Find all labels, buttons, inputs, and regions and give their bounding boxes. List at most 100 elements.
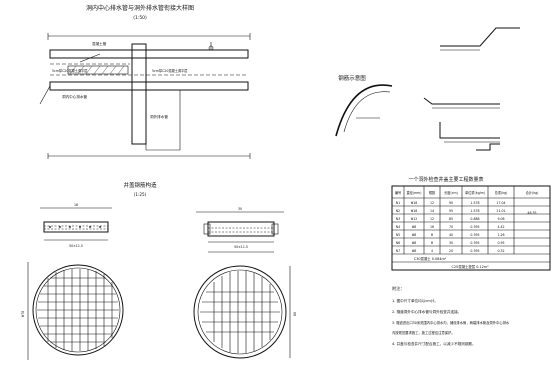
table-cell: Φ8 — [412, 233, 417, 237]
table-cell: N2 — [396, 209, 400, 213]
stirrup-sketch — [476, 143, 500, 151]
table-cell: 12 — [430, 201, 434, 205]
table-cell: Φ8 — [412, 249, 417, 253]
table-header-cell: 合计(kg) — [526, 190, 539, 195]
table-cell: 4 — [431, 249, 433, 253]
table-cell: 8 — [431, 233, 433, 237]
table-cell: 40 — [449, 233, 453, 237]
table-frame — [391, 185, 551, 271]
rebar-sketch-title: 钢筋示意图 — [338, 74, 366, 82]
note-line: 4. 井盖与检查井尺寸配合施工，以减少不规则钢筋。 — [392, 341, 476, 346]
cover-plan-outer-right — [193, 265, 287, 359]
table-cell: 1.578 — [470, 209, 479, 213]
cover-elevation-right — [207, 221, 275, 237]
note-line: 3. 隧道进出口30米范围内中心排水沟，铺设排水管，两端排水管及洞外中心排水 — [392, 320, 510, 325]
notes-title: 附注： — [392, 285, 405, 292]
dim-plan-diameter: Φ78 — [21, 311, 25, 318]
table-cell: 30 — [449, 241, 453, 245]
note-line: 沟按规范要求施工，施工过程应注意保护。 — [392, 330, 455, 335]
table-cell: N7 — [396, 249, 400, 253]
table-cell: 90 — [449, 201, 453, 205]
table-row: N4 Φ8 16 70 0.395 4.42 — [396, 225, 505, 229]
table-cell: N1 — [396, 201, 400, 205]
table-row: N2 Φ16 14 95 1.578 21.01 — [396, 209, 506, 213]
pipe-detail-view: 洞内中心排水管与洞外排水管衔接大样图 (1:50) — [39, 4, 251, 159]
bent-bar-sketch — [440, 27, 520, 47]
cover-plan-outer — [32, 264, 124, 356]
table-footer-concrete: C30混凝土 0.084m³ — [414, 256, 447, 261]
table-header-cell: 总重(kg) — [495, 190, 508, 195]
dim-right-elevation: 50×11.5 — [234, 245, 248, 249]
hooked-bar-sketch — [423, 97, 500, 105]
table-cell: 0.395 — [470, 241, 479, 245]
table-cell: Φ8 — [412, 241, 417, 245]
table-row: N5 Φ8 8 40 0.395 1.26 — [396, 233, 505, 237]
dim-top-right: 30 — [238, 207, 242, 211]
table-cell: 1.578 — [470, 201, 479, 205]
table-row: N1 Φ16 12 90 1.578 17.04 46.35 — [396, 201, 537, 215]
arch-bar-inner — [343, 91, 391, 133]
table-cell: 85 — [449, 217, 453, 221]
cover-rebar-view: 井盖钢筋构造 (1:25) 16 50×11.5 30 50×11.5 — [21, 181, 297, 360]
table-cell: 95 — [449, 209, 453, 213]
table-cell: N3 — [396, 217, 400, 221]
quantity-table-title: 一个洞外检查井盖主要工程数量表 — [408, 176, 483, 183]
table-header-cell: 单位重(kg/m) — [465, 190, 485, 195]
table-cell: 20 — [449, 249, 453, 253]
pipe-label-inner-drain: 洞内中心排水管 — [62, 94, 88, 99]
table-cell: Φ16 — [411, 201, 418, 205]
table-row: N7 Φ8 4 20 0.395 0.32 — [396, 249, 505, 253]
table-row: N3 Φ12 12 85 0.888 9.06 — [396, 217, 505, 221]
table-cell: N4 — [396, 225, 400, 229]
cover-lip-left — [203, 223, 211, 235]
pipe-top-wall — [49, 49, 249, 59]
table-cell: 0.888 — [470, 217, 479, 221]
table-cell: Φ8 — [412, 225, 417, 229]
table-header-cell: 编号 — [395, 190, 401, 195]
table-cell: 1.26 — [497, 233, 504, 237]
table-cell: 4.42 — [497, 225, 504, 229]
table-cell: 14 — [430, 209, 434, 213]
table-cell: 0.395 — [470, 249, 479, 253]
pipe-detail-title: 洞内中心排水管与洞外排水管衔接大样图 — [86, 4, 194, 12]
rebar-sketch-view: 钢筋示意图 — [335, 27, 520, 151]
table-cell: N6 — [396, 241, 400, 245]
pipe-bottom-wall — [49, 81, 249, 91]
leader-line — [79, 53, 101, 63]
rebar-dots — [49, 226, 101, 228]
junction-box — [131, 43, 147, 145]
table-cell: 8 — [431, 241, 433, 245]
table-cell: 12 — [430, 217, 434, 221]
cover-plan-inner — [35, 267, 121, 353]
pipe-label-leveling: 5cm厚C20混凝土调平层 — [52, 68, 87, 73]
arch-bar-sketch — [335, 84, 393, 137]
table-header-cell: 长度(cm) — [444, 190, 458, 195]
dim-left-elevation: 50×11.5 — [69, 244, 83, 248]
table-total-cell: 46.35 — [527, 211, 536, 215]
leader-line — [39, 85, 51, 105]
table-cell: 0.32 — [497, 249, 504, 253]
cover-plan-inner-right — [197, 269, 283, 355]
pipe-detail-scale: (1:50) — [133, 15, 147, 21]
table-cell: 9.06 — [497, 217, 504, 221]
table-row: N6 Φ8 8 30 0.395 0.95 — [396, 241, 505, 245]
dim-top-left: 16 — [74, 203, 78, 207]
cover-rebar-grid-right — [200, 271, 280, 353]
cover-elevation-left — [43, 221, 109, 233]
table-footer-cushion: C25混凝土垫层 0.12m³ — [452, 264, 490, 269]
hatch-fill — [69, 65, 125, 75]
pipe-label-concrete: 混凝土管 — [92, 41, 107, 46]
table-body: N1 Φ16 12 90 1.578 17.04 46.35 N2 Φ16 14… — [396, 201, 537, 269]
leveling-layer — [67, 65, 129, 75]
table-cell: 0.395 — [470, 233, 479, 237]
table-cell: 0.395 — [470, 225, 479, 229]
l-bar-sketch — [439, 122, 500, 139]
notes-block: 附注： 1. 图中尺寸单位均以cm计。 2. 隧道洞外中心排水管与洞外检查井连接… — [392, 285, 510, 346]
table-header-cell: 根数 — [429, 190, 436, 195]
cover-rebar-scale: (1:25) — [134, 192, 147, 197]
table-cell: 16 — [430, 225, 434, 229]
table-header-row: 编号 直径(mm) 根数 长度(cm) 单位重(kg/m) 总重(kg) 合计(… — [395, 190, 539, 195]
note-line: 2. 隧道洞外中心排水管与洞外检查井连接。 — [392, 309, 461, 314]
